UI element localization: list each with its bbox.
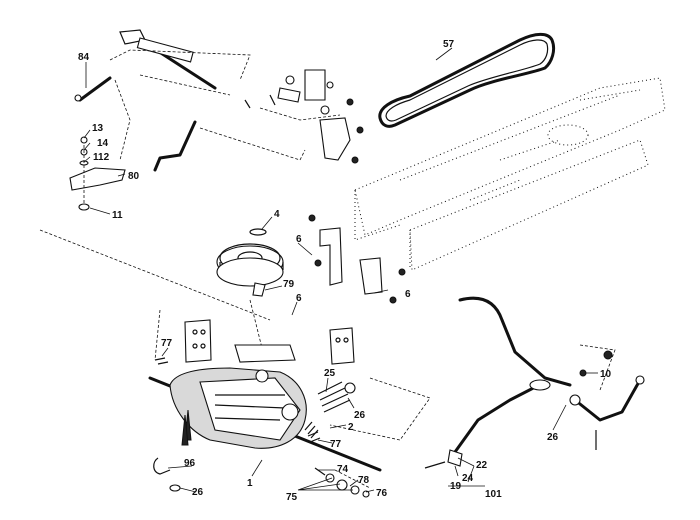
callout-13: 13 [92,123,104,134]
drive-belt [378,32,556,128]
callout-4: 4 [274,209,280,220]
callout-96: 96 [184,458,196,469]
transaxle [148,344,382,472]
leader-lines [83,47,598,493]
callout-6-right: 6 [405,289,411,300]
callout-25: 25 [324,368,336,379]
callout-80: 80 [128,171,140,182]
bolt-77 [154,357,321,446]
callout-75: 75 [286,492,298,503]
callout-14: 14 [97,138,109,149]
tractor-frame [354,77,666,271]
callout-26-lower: 26 [192,487,204,498]
callout-11: 11 [112,210,123,221]
transaxle-bracket-right [329,327,355,365]
callout-76: 76 [376,488,388,499]
transaxle-pulley [216,228,284,297]
callout-24: 24 [462,473,474,484]
callout-79: 79 [283,279,295,290]
clip-96 [153,457,181,492]
spring-2 [304,421,319,439]
callout-6-center: 6 [296,293,302,304]
callout-84: 84 [78,52,90,63]
callout-10: 10 [600,369,612,380]
lever-bracket [244,69,364,164]
callout-77-lower: 77 [330,439,342,450]
shift-control-rod [424,296,645,469]
callout-101: 101 [485,489,502,500]
callout-57: 57 [443,39,455,50]
callout-22: 22 [476,460,488,471]
shift-rod-assembly [109,29,251,96]
callout-19: 19 [450,481,462,492]
callout-26-right: 26 [547,432,559,443]
callout-78: 78 [358,475,370,486]
callout-26-center: 26 [354,410,366,421]
spring-25 [317,381,356,413]
transaxle-bracket-left [184,319,212,363]
mounting-bracket-upper [308,214,343,286]
mounting-bracket-right [359,257,406,304]
callout-2: 2 [348,422,354,433]
callout-77-upper: 77 [161,338,173,349]
link-rod-84 [74,76,131,161]
callout-74: 74 [337,464,349,475]
callout-6-upper: 6 [296,234,302,245]
callout-112: 112 [93,152,110,163]
bracket-80 [69,136,126,211]
shift-arm [153,120,306,172]
callout-labels: 57 84 13 14 112 80 11 4 6 79 6 6 77 25 2… [78,39,612,503]
callout-1: 1 [247,478,253,489]
